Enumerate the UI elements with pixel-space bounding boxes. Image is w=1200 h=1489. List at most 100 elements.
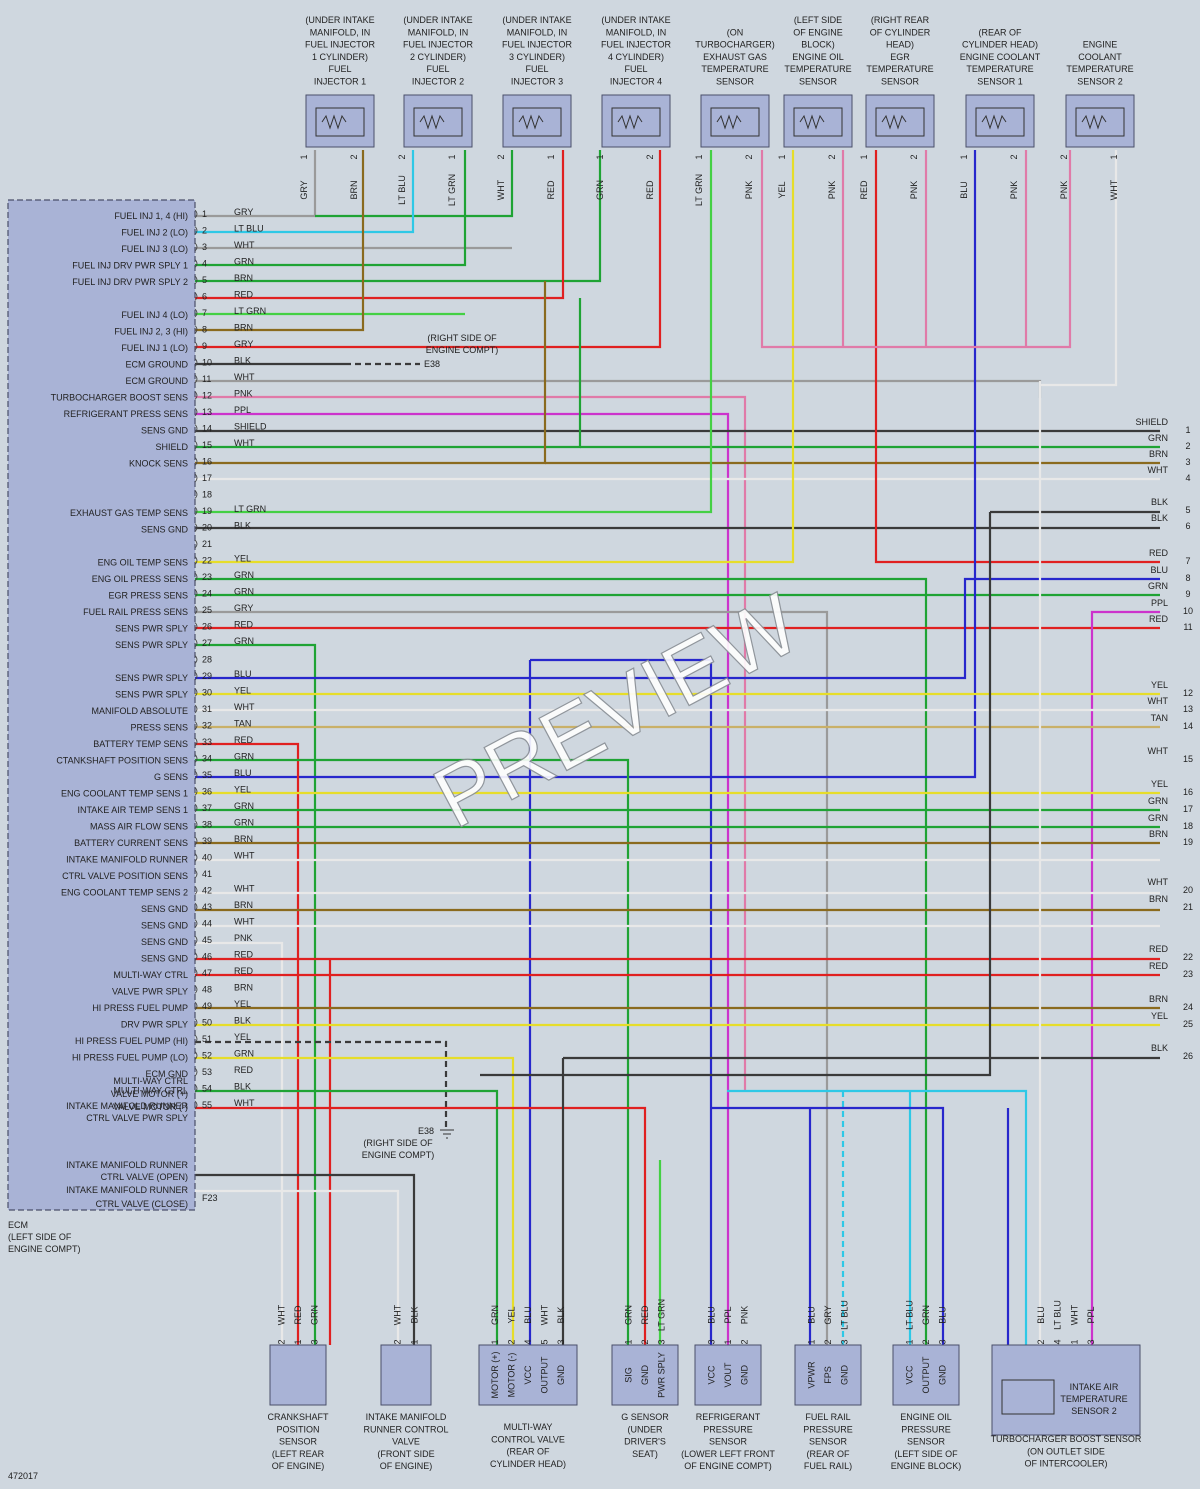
ecm-pin-number: 16	[202, 457, 212, 467]
ecm-pin-function: FUEL INJ 2 (LO)	[121, 228, 188, 238]
bottom-component-name: (ON OUTLET SIDE	[1027, 1446, 1105, 1456]
top-component-name: BLOCK)	[801, 40, 835, 50]
bottom-component-name: CRANKSHAFT	[267, 1412, 329, 1422]
ecm-pin-function: SENS GND	[141, 921, 189, 931]
pin-tick	[194, 853, 198, 862]
pin-tick	[194, 506, 198, 516]
ecm-pin-number: 13	[202, 407, 212, 417]
pin-tick	[194, 754, 198, 763]
bottom-component-name: RUNNER CONTROL	[363, 1424, 448, 1434]
top-component-name: MANIFOLD, IN	[606, 27, 667, 37]
ecm-pin-color: GRY	[234, 207, 253, 217]
ecm-pin-number: 44	[202, 919, 212, 929]
top-component-name: TEMPERATURE	[866, 64, 933, 74]
wire-pnk-gnd	[760, 150, 1072, 349]
resistor-symbol	[321, 114, 347, 130]
bottom-component-name: VALVE	[392, 1437, 420, 1447]
ecm-pin-color: BLU	[234, 768, 252, 778]
ecm-pin-color: RED	[234, 966, 254, 976]
ecm-pin-number: 48	[202, 985, 212, 995]
ecm-pin-number: 24	[202, 589, 212, 599]
bottom-pin-number: 1	[1069, 1339, 1079, 1344]
bottom-component-name: SENSOR	[279, 1437, 318, 1447]
top-component-name: INJECTOR 1	[314, 77, 366, 87]
top-component-name: EGR	[890, 52, 910, 62]
pin-tick	[194, 589, 198, 598]
ecm-pin-function: SENS GND	[141, 937, 189, 947]
bottom-component-name: MULTI-WAY	[504, 1422, 553, 1432]
pin-tick	[194, 424, 198, 433]
pin-tick	[194, 391, 198, 400]
ecm-pin-number: 23	[202, 572, 212, 582]
watermark: PREVIEW	[419, 576, 814, 847]
ecm-pin-number: 6	[202, 292, 207, 302]
ecm-pin-color: GRN	[234, 818, 254, 828]
top-wire-color: GRY	[299, 180, 309, 199]
ground-symbol	[440, 1129, 454, 1139]
bottom-pin-number: 2	[393, 1339, 403, 1344]
ecm-location: ENGINE COMPT)	[8, 1244, 81, 1254]
ecm-pin-color: BLK	[234, 1016, 251, 1026]
top-component-name: FUEL	[525, 64, 548, 74]
ecm-pin-number: 14	[202, 424, 212, 434]
ecm-pin-number: 1	[202, 209, 207, 219]
top-component-name: 2 CYLINDER)	[410, 52, 466, 62]
pin-tick	[194, 242, 198, 252]
ecm-pin-function: SENS PWR SPLY	[115, 640, 188, 650]
bottom-component-name: OF ENGINE)	[380, 1461, 433, 1471]
bottom-wire-color: BLU	[1036, 1306, 1046, 1324]
bottom-pin-number: 1	[806, 1339, 816, 1344]
top-pin-number: 1	[959, 154, 969, 159]
bottom-component-name: DRIVER'S	[624, 1437, 666, 1447]
top-component-name: TEMPERATURE	[784, 64, 851, 74]
top-pin-number: 2	[645, 154, 655, 159]
ecm-pin-number: 46	[202, 952, 212, 962]
figure-id: 472017	[8, 1471, 38, 1481]
ecm-extra-label: INTAKE MANIFOLD RUNNER	[66, 1160, 188, 1170]
bottom-terminal-name: FPS	[823, 1366, 833, 1384]
bottom-wire-color: RED	[640, 1305, 650, 1325]
top-component-name: 4 CYLINDER)	[608, 52, 664, 62]
pin-tick	[194, 721, 198, 730]
ecm-pin-function: MANIFOLD ABSOLUTE	[91, 706, 188, 716]
ecm-pin-function: KNOCK SENS	[129, 459, 188, 469]
top-component-name: INJECTOR 2	[412, 77, 464, 87]
right-pin-number: 8	[1185, 573, 1190, 583]
pin-tick	[194, 358, 198, 367]
ecm-pin-color: RED	[234, 950, 254, 960]
top-wire-color: BLU	[959, 181, 969, 199]
pin-tick	[194, 836, 198, 846]
top-wire-color: LT GRN	[694, 174, 704, 206]
top-wire-color: BRN	[349, 180, 359, 199]
bottom-wire-color: BLU	[523, 1306, 533, 1324]
ecm-pin-function: ENG OIL TEMP SENS	[98, 558, 188, 568]
ecm-pin-number: 17	[202, 473, 212, 483]
ecm-pin-color: BRN	[234, 983, 253, 993]
bottom-wire-color: GRY	[823, 1305, 833, 1324]
ecm-pin-number: 27	[202, 638, 212, 648]
sensor-symbol	[413, 107, 463, 137]
ecm-pin-function: PRESS SENS	[130, 723, 188, 733]
ecm-pin-function: SHIELD	[155, 442, 188, 452]
ecm-pin-color: YEL	[234, 999, 251, 1009]
top-component-name: FUEL INJECTOR	[403, 40, 474, 50]
top-component-name: MANIFOLD, IN	[408, 27, 469, 37]
ecm-pin-color: WHT	[234, 240, 255, 250]
right-wire-color: BLU	[1150, 565, 1168, 575]
top-component-name: SENSOR	[799, 77, 838, 87]
ecm-pin-color: GRN	[234, 257, 254, 267]
ecm-pin-function: FUEL INJ DRV PWR SPLY 1	[72, 261, 188, 271]
bottom-component-name: FUEL RAIL)	[804, 1461, 852, 1471]
wire-pin-29	[195, 577, 1160, 680]
ecm-pin-color: GRY	[234, 603, 253, 613]
ecm-pin-color: WHT	[234, 1098, 255, 1108]
top-pin-number: 2	[1009, 154, 1019, 159]
bottom-wire-color: LT BLU	[840, 1300, 850, 1330]
right-wire-color: GRN	[1148, 581, 1168, 591]
bottom-component-name: OF ENGINE COMPT)	[684, 1461, 772, 1471]
ecm-pin-color: RED	[234, 290, 254, 300]
ecm-pin-function: FUEL INJ 3 (LO)	[121, 244, 188, 254]
ecm-connector-label: F23	[202, 1193, 218, 1203]
ecm-pin-number: 52	[202, 1051, 212, 1061]
ecm-pin-function: DRV PWR SPLY	[121, 1020, 188, 1030]
